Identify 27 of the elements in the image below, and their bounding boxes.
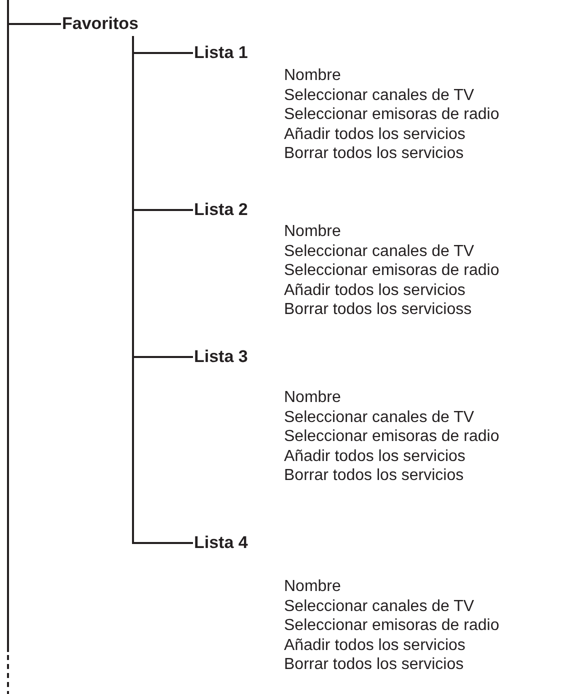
menu-heading: Lista 3 — [194, 347, 249, 367]
menu-item: Nombre — [284, 222, 342, 242]
menu-item: Seleccionar emisoras de radio — [284, 616, 500, 636]
menu-item: Añadir todos los servicios — [284, 280, 466, 300]
menu-item: Seleccionar canales de TV — [284, 86, 476, 105]
menu-heading: Favoritos — [62, 14, 139, 34]
menu-heading: Lista 1 — [194, 43, 249, 63]
menu-item: Borrar todos los servicios — [284, 144, 465, 164]
menu-item: Borrar todos los servicios — [284, 466, 465, 486]
menu-item: Seleccionar emisoras de radio — [284, 427, 500, 446]
menu-item: Añadir todos los servicios — [284, 446, 466, 466]
menu-heading: Lista 2 — [194, 200, 249, 220]
menu-item: Seleccionar canales de TV — [284, 408, 476, 427]
tree-connector — [132, 36, 193, 544]
menu-item: Añadir todos los servicios — [284, 124, 466, 144]
tree-connector — [7, 0, 61, 25]
menu-item: Borrar todos los servicioss — [284, 300, 473, 320]
menu-item: Seleccionar canales de TV — [284, 596, 476, 616]
menu-item: Nombre — [284, 66, 342, 86]
menu-item: Nombre — [284, 388, 342, 408]
menu-item: Añadir todos los servicios — [284, 636, 466, 655]
menu-item: Seleccionar canales de TV — [284, 242, 476, 261]
menu-item: Borrar todos los servicios — [284, 655, 465, 674]
menu-item: Seleccionar emisoras de radio — [284, 105, 500, 124]
menu-item: Nombre — [284, 577, 342, 596]
menu-heading: Lista 4 — [194, 533, 249, 553]
menu-item: Seleccionar emisoras de radio — [284, 261, 500, 280]
